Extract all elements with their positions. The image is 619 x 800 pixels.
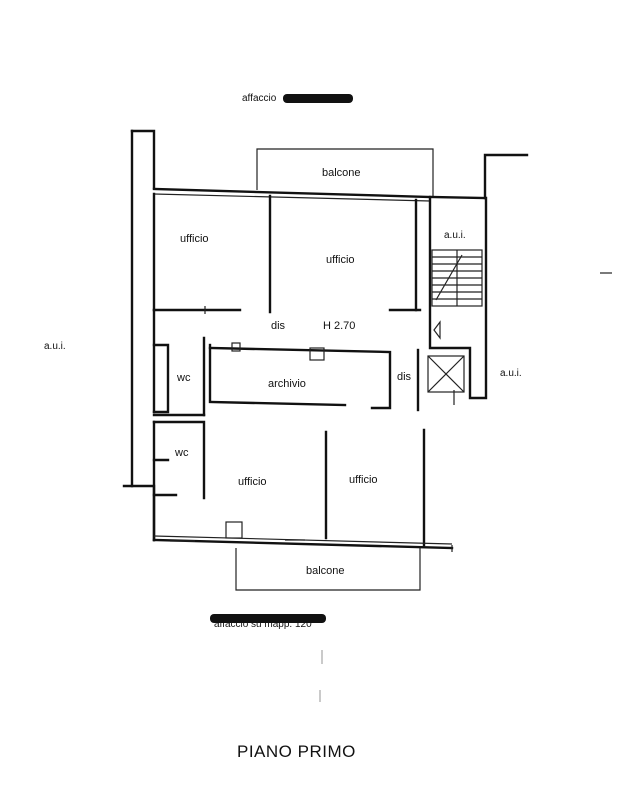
wc-lower-label: wc: [174, 447, 189, 459]
balcone-bottom-label: balcone: [306, 565, 345, 577]
ufficio-bottom-right-label: ufficio: [349, 474, 378, 486]
aui-right-label: a.u.i.: [500, 368, 522, 379]
archivio-bottom-wall: [208, 400, 347, 407]
wc-upper-wall: [152, 343, 170, 414]
top-wall: [152, 187, 432, 199]
bottom-wall: [152, 538, 454, 550]
archivio-label: archivio: [268, 378, 306, 390]
affaccio-top-label: affaccio: [242, 93, 277, 104]
page-title: PIANO PRIMO: [237, 742, 356, 761]
wc-upper-label: wc: [176, 372, 191, 384]
staircase-icon: [431, 249, 483, 307]
height-label: H 2.70: [323, 320, 355, 332]
dis-right-label: dis: [397, 371, 412, 383]
outer-wall-left-bottom: [122, 484, 156, 542]
archivio-top-right-wall: [208, 346, 392, 410]
outer-wall-right-top: [483, 153, 529, 200]
balcone-top-label: balcone: [322, 167, 361, 179]
top-wall-inner: [153, 193, 431, 202]
ufficio-top-center-label: ufficio: [326, 254, 355, 266]
ufficio-bottom-left-label: ufficio: [238, 476, 267, 488]
stair-block: [428, 196, 488, 400]
balcony-top: [256, 148, 434, 196]
ufficio-top-left-label: ufficio: [180, 233, 209, 245]
redaction-mark-bottom: [210, 614, 326, 623]
door-arrow-icon: [433, 320, 441, 340]
dis-center-label: dis: [271, 320, 286, 332]
affaccio-bottom-label: affaccio su mapp. 120: [214, 619, 312, 630]
elevator-icon: [427, 355, 465, 393]
top-wall-right: [428, 195, 487, 200]
balcony-bottom: [235, 548, 421, 591]
redaction-mark-top: [283, 94, 353, 103]
aui-left-label: a.u.i.: [44, 341, 66, 352]
outer-wall-left-top: [130, 129, 156, 190]
aui-stair-label: a.u.i.: [444, 230, 466, 241]
wc-lower-wall: [152, 420, 206, 500]
